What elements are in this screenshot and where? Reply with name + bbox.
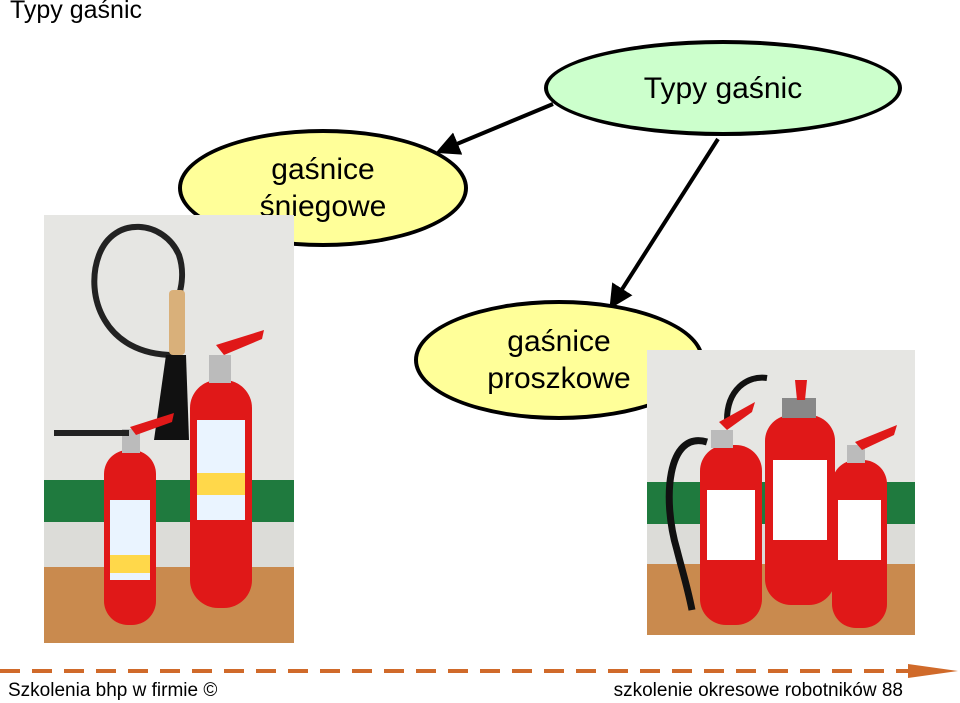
footer-left-text: Szkolenia bhp w firmie © bbox=[8, 680, 218, 701]
node-snow-line1: gaśnice bbox=[271, 153, 375, 186]
footer-right-text: szkolenie okresowe robotników 88 bbox=[613, 680, 903, 701]
arrow-to-snow bbox=[435, 102, 554, 155]
node-powder-line2: proszkowe bbox=[487, 362, 631, 395]
powder-extinguishers-photo bbox=[647, 350, 915, 635]
footer-divider bbox=[0, 664, 958, 678]
arrow-to-powder bbox=[609, 137, 720, 310]
slide-title: Typy gaśnic bbox=[10, 0, 143, 24]
root-node-label: Typy gaśnic bbox=[643, 71, 803, 105]
node-snow-extinguishers: gaśnice śniegowe bbox=[178, 129, 468, 247]
root-node-types: Typy gaśnic bbox=[544, 40, 902, 136]
node-powder-line1: gaśnice bbox=[507, 325, 611, 358]
co2-extinguishers-photo bbox=[44, 215, 294, 643]
